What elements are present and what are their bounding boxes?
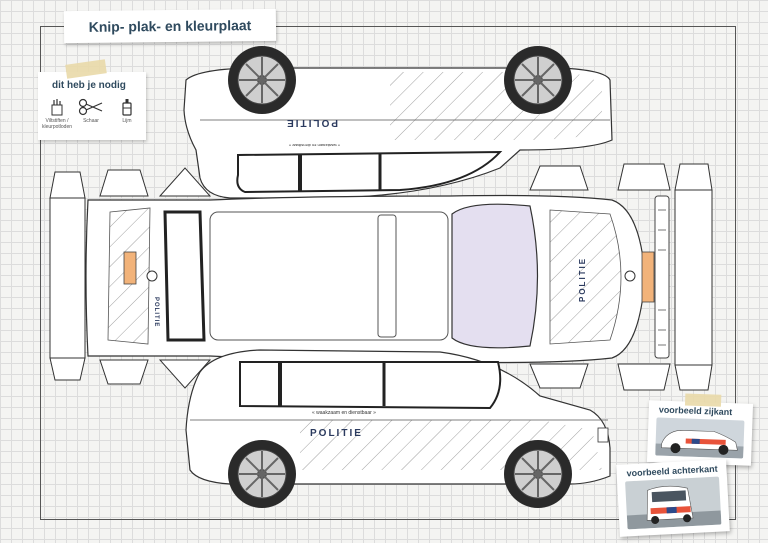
slogan-label-bottom: « waakzaam en dienstbaar » xyxy=(312,410,376,416)
example-title-rear: voorbeeld achterkant xyxy=(626,463,718,479)
tool-glue: Lijm xyxy=(110,98,144,124)
slogan-label-top: « waakzaam en dienstbaar » xyxy=(288,143,340,148)
example-card-rear: voorbeeld achterkant xyxy=(616,459,730,537)
police-car-rear-thumbnail xyxy=(626,485,722,530)
tool-label: Schaar xyxy=(83,118,99,124)
pencils-icon xyxy=(51,99,63,116)
tool-label: Lijm xyxy=(122,118,132,124)
car-roof-view: POLITIE POLITIE xyxy=(85,194,670,364)
license-plate-front xyxy=(641,251,655,303)
car-side-top: POLITIE « waakzaam en dienstbaar » xyxy=(183,46,613,199)
license-plate-rear xyxy=(123,251,137,285)
wheel-top-left xyxy=(228,46,296,114)
tool-scissors: Schaar xyxy=(74,98,108,124)
example-title-side: voorbeeld zijkant xyxy=(658,404,733,418)
needs-card: dit heb je nodig Viltstiften / kleurpotl… xyxy=(38,59,146,140)
politie-label-rear: POLITIE xyxy=(153,297,159,327)
glue-icon xyxy=(122,99,132,116)
sheet-border xyxy=(40,26,736,520)
wheel-bottom-left xyxy=(228,440,296,508)
example-card-side: voorbeeld zijkant xyxy=(646,393,754,466)
wheel-top-right xyxy=(504,46,572,114)
wheel-bottom-right xyxy=(504,440,572,508)
tool-label: Viltstiften / kleurpotloden xyxy=(41,118,73,130)
politie-label-bottom: POLITIE xyxy=(310,428,363,439)
politie-label-hood: POLITIE xyxy=(578,257,587,302)
needs-heading: dit heb je nodig xyxy=(52,80,126,91)
windshield xyxy=(451,203,539,349)
car-side-bottom: « waakzaam en dienstbaar » POLITIE xyxy=(185,349,611,508)
tool-pencils: Viltstiften / kleurpotloden xyxy=(40,98,74,130)
example-photo-rear xyxy=(625,476,722,530)
example-photo-side xyxy=(655,417,745,459)
glue-tabs-right xyxy=(529,163,713,391)
police-car-side-thumbnail xyxy=(655,430,744,459)
scissors-icon xyxy=(78,98,103,116)
glue-tabs-left xyxy=(49,167,212,389)
politie-label-top: POLITIE xyxy=(285,117,338,128)
